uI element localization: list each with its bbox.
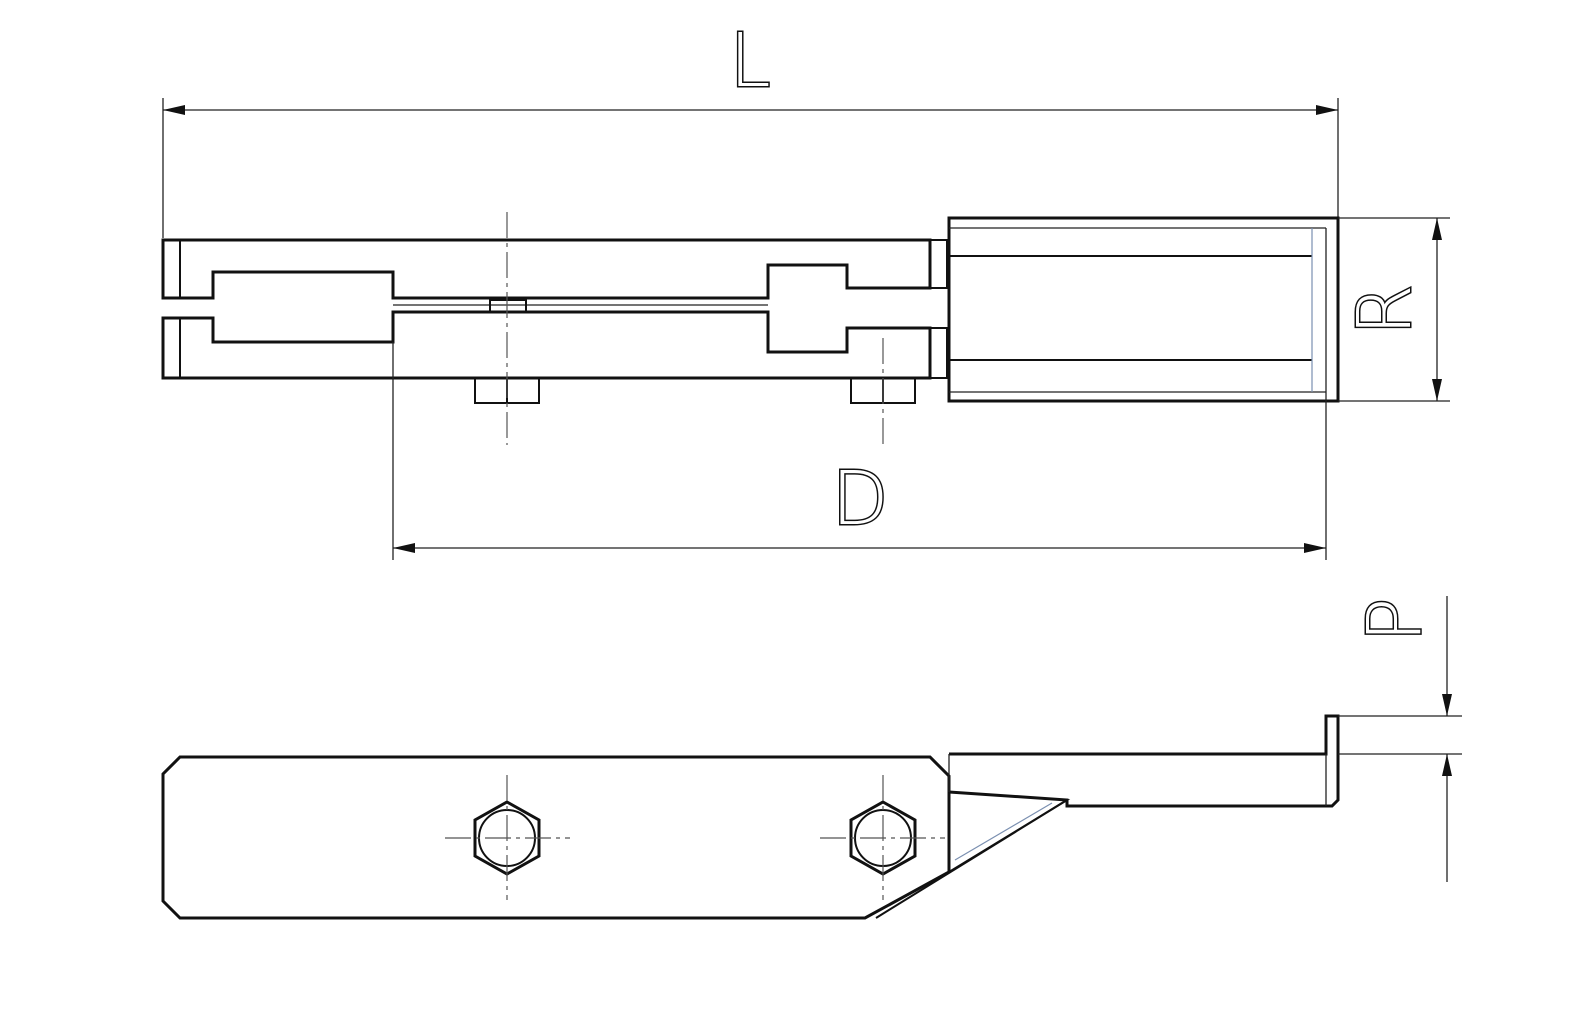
- arrow-left-icon: [393, 543, 415, 553]
- lower-clamp-jaw: [161, 310, 932, 380]
- side-view: [161, 714, 1340, 920]
- dimension-R: R: [1338, 217, 1450, 402]
- label-L: L: [729, 18, 770, 104]
- transition-lower-edge: [875, 799, 1068, 919]
- arrow-down-icon: [1432, 379, 1442, 401]
- neck-plate-lower: [929, 327, 948, 379]
- transition-tangent-line: [954, 802, 1053, 861]
- side-clamp-body: [161, 755, 951, 920]
- side-terminal-pad: [948, 714, 1340, 808]
- label-P: P: [1352, 598, 1438, 643]
- arrow-up-icon: [1442, 754, 1452, 776]
- arrow-down-icon: [1442, 694, 1452, 716]
- arrow-up-icon: [1432, 218, 1442, 240]
- dimension-D: D: [392, 342, 1327, 560]
- neck-plate-upper: [929, 239, 948, 289]
- label-D: D: [832, 456, 889, 542]
- top-view: [161, 212, 1340, 445]
- slot-spacer: [489, 299, 527, 313]
- dimension-L: L: [162, 17, 1339, 238]
- dimension-P: P: [1338, 596, 1462, 882]
- arrow-left-icon: [163, 105, 185, 115]
- label-R: R: [1342, 284, 1428, 335]
- upper-clamp-jaw: [161, 238, 932, 300]
- arrow-right-icon: [1304, 543, 1326, 553]
- terminal-pad: [947, 216, 1340, 403]
- arrow-right-icon: [1316, 105, 1338, 115]
